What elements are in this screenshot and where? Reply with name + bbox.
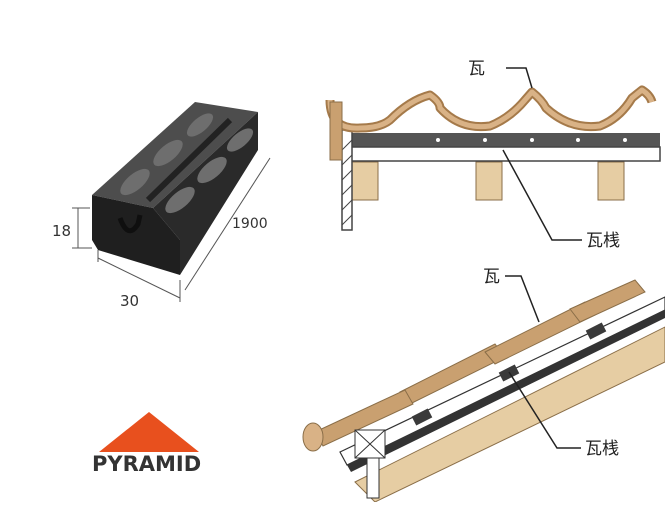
dimension-lines — [72, 157, 271, 302]
dim-length-label: 1900 — [232, 216, 268, 232]
tile-fascia — [329, 101, 343, 161]
label-batten-bottom: 瓦桟 — [585, 439, 619, 459]
underlayment — [348, 133, 660, 147]
dim-width-label: 30 — [120, 292, 139, 310]
label-tile-top: 瓦 — [468, 59, 485, 79]
block-front-face — [92, 195, 180, 275]
logo-text: PYRAMID — [92, 452, 201, 476]
leader-lines — [502, 67, 582, 241]
pyramid-logo-icon — [99, 412, 199, 452]
dim-height-label: 18 — [52, 222, 71, 240]
underlay-dark — [347, 310, 665, 472]
block-groove — [117, 214, 143, 234]
rafter-blocks — [351, 161, 625, 201]
tile-highlight — [327, 87, 655, 131]
roof-section-top: 瓦 瓦桟 — [325, 59, 661, 251]
eave-roll — [302, 422, 324, 452]
block-side-face — [153, 112, 258, 275]
block-center-groove — [145, 117, 233, 203]
nail-dots — [436, 138, 627, 142]
roof-board — [347, 146, 661, 162]
leader-lines-bottom — [505, 275, 581, 449]
batten-block-figure: 18 30 1900 — [52, 102, 271, 310]
label-batten-top: 瓦桟 — [586, 231, 620, 251]
tiles — [314, 279, 646, 447]
roof-section-bottom: 瓦 瓦桟 — [302, 267, 665, 502]
label-tile-bottom: 瓦 — [483, 267, 500, 287]
wall-hatch — [341, 139, 353, 226]
block-ridges — [120, 113, 254, 214]
pyramid-logo: PYRAMID — [92, 412, 201, 476]
underlay-strip — [339, 296, 665, 466]
fascia — [354, 429, 386, 499]
